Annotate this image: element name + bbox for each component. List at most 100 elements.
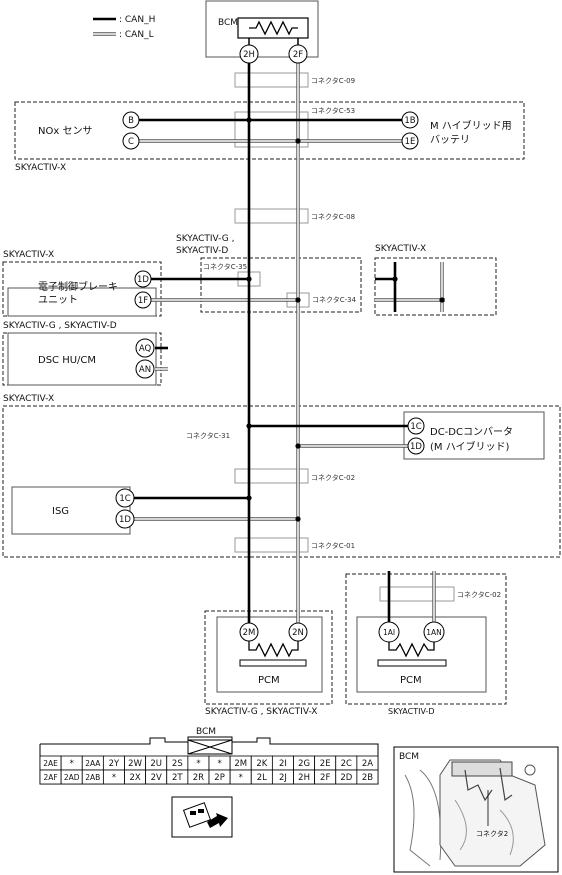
pcm-d-pin-1ai: 1AI: [383, 628, 395, 637]
skyactiv-x-big-box: [2, 405, 561, 558]
connector-c01-label: コネクタC-01: [311, 541, 355, 550]
pin-circle: [401, 132, 419, 150]
variant-skyactiv-x-top: SKYACTIV-X: [15, 163, 66, 173]
connector-pin-label: 2U: [150, 759, 162, 769]
pcm-gx-inner-box: [216, 616, 323, 693]
nox-pin-b: B: [128, 116, 134, 126]
connector-pin-label: 2T: [172, 773, 183, 783]
connector-pin-label: 2X: [129, 773, 140, 783]
pin-circle: [378, 621, 400, 643]
connector-pin-label: 2D: [340, 773, 352, 783]
junction-dot: [295, 138, 301, 144]
junction-dot: [246, 117, 252, 123]
variant-skyactiv-g-d-mid-1: SKYACTIV-G ,: [176, 234, 234, 244]
connector-c02-label: コネクタC-02: [311, 473, 355, 482]
connector-pin-label: 2G: [298, 759, 310, 769]
brake-unit-box: [7, 287, 157, 317]
dsc-pin-aq: AQ: [139, 344, 152, 354]
pin-circle: [135, 359, 155, 379]
dsc-box: [7, 332, 157, 386]
dcdc-box: [403, 411, 545, 460]
connector-pin-label: 2F: [320, 773, 330, 783]
pin-circle: [134, 291, 152, 309]
junction-dot: [392, 276, 398, 282]
junction-dot: [295, 297, 301, 303]
pcm-d-label: PCM: [400, 675, 422, 686]
connector-pin-label: 2C: [341, 759, 352, 769]
bcm-pin-2h: 2H: [243, 50, 255, 60]
connector-pin-label: 2V: [151, 773, 162, 783]
pin-circle: [288, 622, 308, 642]
dcdc-label-1: DC-DCコンバータ: [430, 426, 513, 438]
pin-circle: [115, 488, 135, 508]
connector-pin-label: *: [217, 759, 221, 769]
battery-pin-1b: 1B: [404, 116, 415, 126]
connector-pin-label: 2AA: [85, 759, 101, 768]
connector-pin-label: 2I: [279, 759, 287, 769]
isg-pin-1c: 1C: [119, 494, 130, 504]
pin-circle: [423, 621, 445, 643]
isg-pin-1d: 1D: [119, 515, 131, 525]
pin-circle: [407, 437, 425, 455]
connector-pin-label: 2A: [362, 759, 373, 769]
connector-pin-label: 2P: [214, 773, 225, 783]
connector-c09-label: コネクタC-09: [311, 76, 355, 85]
connector-pin-label: 2M: [234, 759, 247, 769]
pcm-d-terminator: [377, 634, 447, 667]
isg-label: ISG: [52, 506, 69, 517]
variant-pcm-gx: SKYACTIV-G , SKYACTIV-X: [205, 707, 317, 717]
connector-c31-label: コネクタC-31: [186, 431, 230, 440]
pin-circle: [407, 417, 425, 435]
connector-c02-rect: [234, 468, 309, 484]
location-connector-label: コネクタ2: [476, 829, 508, 838]
connector-cell: [356, 769, 379, 785]
pin-circle: [122, 111, 140, 129]
skyactiv-x-right-box: [374, 257, 497, 316]
connector-view-icon: [171, 796, 233, 838]
mhybrid-battery-label-1: M ハイブリッド用: [430, 119, 512, 132]
pcm-gx-pin-2n: 2N: [292, 628, 304, 638]
connector-c08-rect: [234, 208, 309, 224]
pin-circle: [122, 132, 140, 150]
skyactiv-x-nox-box: [14, 101, 525, 160]
connector-pin-label: *: [112, 773, 116, 783]
pcm-gx-terminator: [239, 634, 307, 667]
connector-pin-label: 2J: [279, 773, 287, 783]
legend-can-l: : CAN_L: [119, 30, 154, 40]
variant-skyactiv-g-d-mid-2: SKYACTIV-D: [176, 246, 228, 256]
variant-skyactiv-x-right: SKYACTIV-X: [375, 244, 426, 254]
battery-pin-1e: 1E: [405, 137, 416, 147]
nox-sensor-label: NOx センサ: [38, 125, 92, 137]
connector-pin-label: 2AE: [43, 759, 58, 768]
connector-pin-label: 2L: [257, 773, 267, 783]
brake-pin-1d: 1D: [137, 275, 149, 285]
dcdc-label-2: (M ハイブリッド): [430, 440, 510, 453]
bcm-box: [205, 0, 319, 58]
can-h-wires: [134, 63, 408, 623]
pcm-d-pin-1an: 1AN: [426, 628, 442, 637]
bcm-label: BCM: [218, 18, 238, 28]
connector-c53-label: コネクタC-53: [311, 106, 355, 115]
connector-pin-label: 2K: [256, 759, 267, 769]
junction-dot: [246, 423, 252, 429]
pin-circle: [134, 270, 152, 288]
connector-pin-label: 2Y: [109, 759, 120, 769]
bcm-location-picture: BCM コネクタ2: [393, 746, 559, 873]
pcm-gx-label: PCM: [258, 675, 280, 686]
pin-circle: [239, 622, 259, 642]
junction-dot: [439, 297, 445, 303]
pin-circle: [239, 44, 259, 64]
connector-pin-label: *: [70, 759, 74, 769]
variant-skyactiv-g-d-dsc: SKYACTIV-G , SKYACTIV-D: [3, 321, 117, 331]
isg-box: [11, 486, 131, 535]
connector-c35-label: コネクタC-35: [203, 262, 247, 271]
connector-c02d-rect: [379, 586, 455, 602]
junction-dot: [246, 495, 252, 501]
connector-pin-label: *: [196, 759, 200, 769]
pin-circle: [115, 509, 135, 529]
pcm-gx-pin-2m: 2M: [243, 628, 256, 638]
legend: : CAN_H : CAN_L: [93, 15, 155, 40]
connector-pin-label: *: [239, 773, 243, 783]
